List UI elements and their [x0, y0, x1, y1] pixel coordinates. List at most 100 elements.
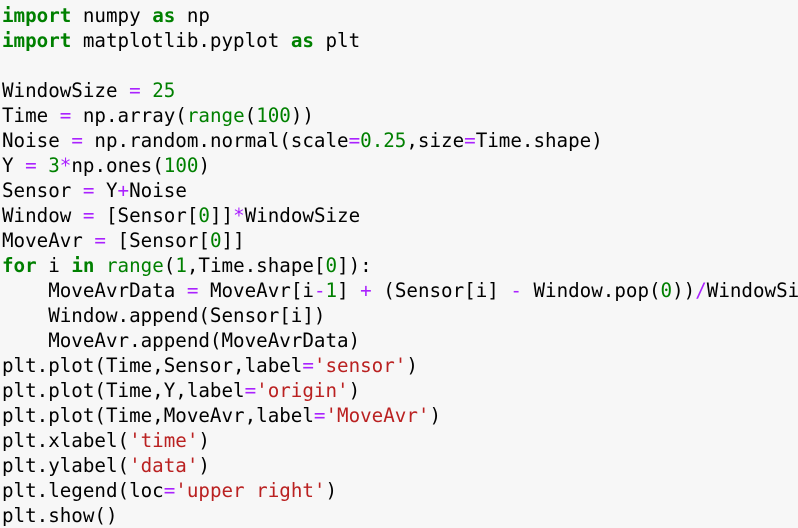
- token-plain: Window.append(Sensor[i]): [2, 304, 326, 327]
- token-plain: [141, 79, 153, 102]
- code-line-3[interactable]: [0, 53, 798, 78]
- token-operator: =: [302, 354, 314, 377]
- token-keyword: as: [290, 29, 314, 52]
- token-plain: ]]: [209, 204, 234, 227]
- token-operator: =: [71, 129, 83, 152]
- code-line-7[interactable]: Y = 3*np.ones(100): [0, 153, 798, 178]
- token-plain: plt.legend(loc: [2, 479, 164, 502]
- token-operator: =: [244, 379, 257, 402]
- token-operator: =: [25, 154, 37, 177]
- token-operator: =: [94, 229, 106, 252]
- token-plain: ]]: [221, 229, 245, 252]
- token-operator: =: [129, 79, 141, 102]
- token-plain: plt.plot(Time,Sensor,label: [2, 354, 303, 377]
- code-line-19[interactable]: plt.ylabel('data'): [0, 453, 798, 478]
- token-plain: i: [36, 254, 72, 277]
- token-operator: -: [510, 279, 522, 302]
- token-plain: WindowSize: [706, 279, 798, 302]
- code-line-15[interactable]: plt.plot(Time,Sensor,label='sensor'): [0, 353, 798, 378]
- code-line-10[interactable]: MoveAvr = [Sensor[0]]: [0, 228, 798, 253]
- token-plain: [Sensor[: [105, 229, 210, 252]
- token-plain: ,size: [406, 129, 465, 152]
- token-operator: +: [117, 179, 130, 202]
- token-keyword: import: [2, 4, 72, 27]
- token-number: 100: [256, 104, 291, 127]
- token-keyword: in: [71, 254, 95, 277]
- token-plain: Time.shape): [475, 129, 603, 152]
- code-line-14[interactable]: MoveAvr.append(MoveAvrData): [0, 328, 798, 353]
- token-plain: ): [325, 479, 338, 502]
- token-plain: ]):: [337, 254, 372, 277]
- token-plain: ): [198, 429, 210, 452]
- code-line-11[interactable]: for i in range(1,Time.shape[0]):: [0, 253, 798, 278]
- token-operator: =: [313, 404, 326, 427]
- code-line-20[interactable]: plt.legend(loc='upper right'): [0, 478, 798, 503]
- token-number: 0: [325, 254, 338, 277]
- token-plain: [37, 154, 49, 177]
- token-plain: WindowSize: [244, 204, 361, 227]
- code-line-2[interactable]: import matplotlib.pyplot as plt: [0, 28, 798, 53]
- token-operator: =: [82, 204, 95, 227]
- token-operator: =: [348, 129, 361, 152]
- token-plain: ): [198, 154, 210, 177]
- code-line-12[interactable]: MoveAvrData = MoveAvr[i-1] + (Sensor[i] …: [0, 278, 798, 303]
- token-plain: ,Time.shape[: [186, 254, 326, 277]
- code-line-21[interactable]: plt.show(): [0, 503, 798, 528]
- token-plain: matplotlib.pyplot: [71, 29, 291, 52]
- token-operator: =: [59, 104, 72, 127]
- code-line-4[interactable]: WindowSize = 25: [0, 78, 798, 103]
- token-string: 'data': [129, 454, 199, 477]
- token-plain: MoveAvr[i: [198, 279, 314, 302]
- token-builtin: range: [105, 254, 164, 277]
- code-line-18[interactable]: plt.xlabel('time'): [0, 428, 798, 453]
- token-builtin: range: [186, 104, 245, 127]
- token-operator: /: [695, 279, 707, 302]
- code-line-9[interactable]: Window = [Sensor[0]]*WindowSize: [0, 203, 798, 228]
- code-line-16[interactable]: plt.plot(Time,Y,label='origin'): [0, 378, 798, 403]
- token-plain: MoveAvrData: [2, 279, 187, 302]
- token-number: 3: [48, 154, 60, 177]
- token-string: 'sensor': [313, 354, 407, 377]
- token-plain: ): [429, 404, 441, 427]
- token-plain: plt.ylabel(: [2, 454, 130, 477]
- token-operator: =: [163, 479, 176, 502]
- code-line-6[interactable]: Noise = np.random.normal(scale=0.25,size…: [0, 128, 798, 153]
- token-number: 1: [175, 254, 187, 277]
- token-plain: np: [175, 4, 210, 27]
- code-line-17[interactable]: plt.plot(Time,MoveAvr,label='MoveAvr'): [0, 403, 798, 428]
- token-plain: Time: [2, 104, 60, 127]
- token-operator: +: [360, 279, 372, 302]
- code-line-13[interactable]: Window.append(Sensor[i]): [0, 303, 798, 328]
- token-plain: ]: [337, 279, 361, 302]
- token-string: 'origin': [256, 379, 349, 402]
- token-plain: Noise: [129, 179, 187, 202]
- token-plain: (Sensor[i]: [371, 279, 511, 302]
- token-plain: np.random.normal(scale: [82, 129, 349, 152]
- token-operator: =: [464, 129, 476, 152]
- token-number: 0: [209, 229, 222, 252]
- code-line-5[interactable]: Time = np.array(range(100)): [0, 103, 798, 128]
- token-number: 100: [163, 154, 199, 177]
- token-plain: [94, 254, 106, 277]
- token-number: 0.25: [360, 129, 407, 152]
- token-plain: plt: [313, 29, 361, 52]
- token-plain: ): [406, 354, 418, 377]
- token-operator: *: [233, 204, 245, 227]
- token-plain: numpy: [71, 4, 153, 27]
- token-plain: Window.pop(: [521, 279, 661, 302]
- token-plain: plt.plot(Time,MoveAvr,label: [2, 404, 314, 427]
- token-plain: ): [198, 454, 210, 477]
- token-number: 0: [660, 279, 673, 302]
- token-operator: =: [82, 179, 95, 202]
- token-plain: (: [163, 254, 176, 277]
- code-line-1[interactable]: import numpy as np: [0, 3, 798, 28]
- code-line-8[interactable]: Sensor = Y+Noise: [0, 178, 798, 203]
- token-plain: MoveAvr.append(MoveAvrData): [2, 329, 361, 352]
- token-plain: Y: [94, 179, 118, 202]
- token-plain: (: [244, 104, 257, 127]
- token-plain: )): [290, 104, 314, 127]
- token-operator: =: [186, 279, 199, 302]
- token-plain: Sensor: [2, 179, 83, 202]
- token-plain: plt.plot(Time,Y,label: [2, 379, 245, 402]
